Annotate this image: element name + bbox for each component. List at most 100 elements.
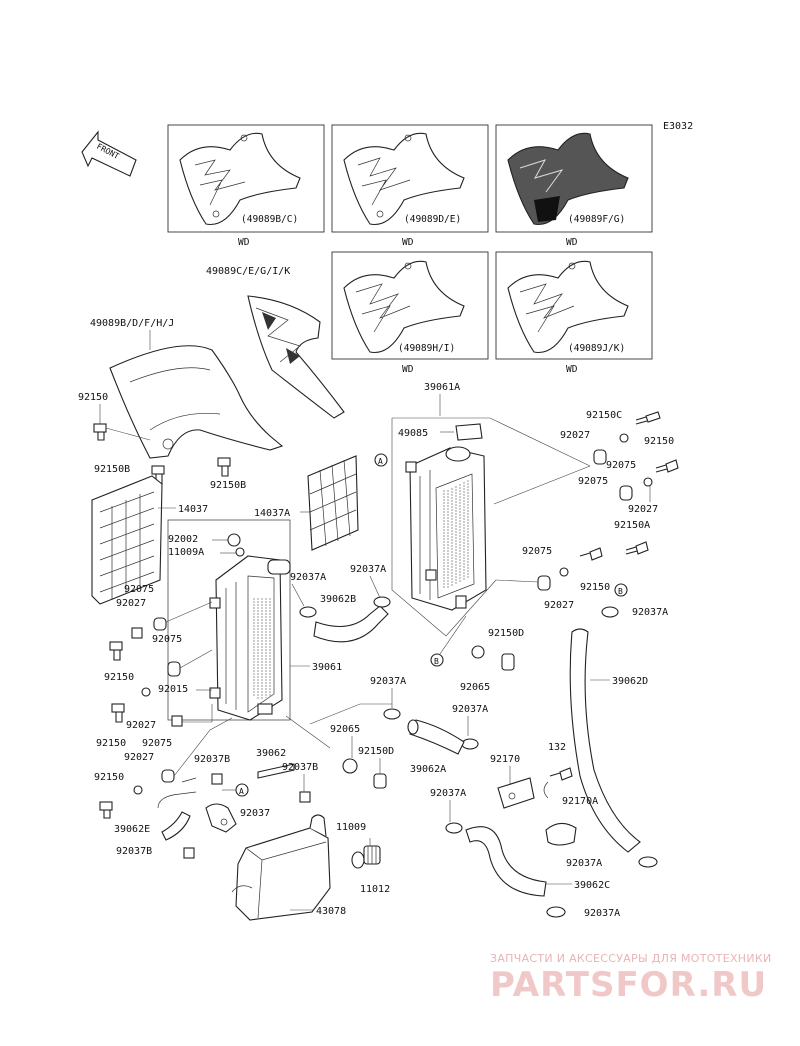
right-radiator <box>405 446 487 611</box>
part-label-92150-l4: 92150 <box>94 772 124 783</box>
nut-icon <box>501 653 515 671</box>
collar-icon <box>171 715 183 727</box>
grommet-icon <box>537 575 551 591</box>
bolt-icon <box>93 404 107 441</box>
hose-clip-icon <box>543 781 549 799</box>
hose-clamp-icon <box>638 856 658 868</box>
shroud-caption-1: (49089B/C) <box>241 214 298 225</box>
shroud-option-box-1: (49089B/C) WD <box>167 124 325 248</box>
radiator-hose-39062d <box>569 628 641 853</box>
diagram-code: E3032 <box>663 121 693 132</box>
part-label-92015: 92015 <box>158 684 188 695</box>
shroud-option-box-2: (49089D/E) WD <box>331 124 489 248</box>
part-label-92027-l2: 92027 <box>126 720 156 731</box>
hose-clamp-icon <box>601 606 619 618</box>
wd-label-5: WD <box>566 364 578 375</box>
pin-icon <box>181 777 197 783</box>
watermark-logo: PARTSFOR.RU <box>490 965 767 1005</box>
coolant-reserve-tank <box>231 814 331 921</box>
part-label-92037a-5: 92037A <box>430 788 466 799</box>
part-label-92075-m1: 92075 <box>522 546 552 557</box>
shroud-caption-3: (49089F/G) <box>568 214 625 225</box>
part-label-11009: 11009 <box>336 822 366 833</box>
radiator-cap-icon <box>455 423 483 441</box>
watermark-tagline: ЗАПЧАСТИ И АКСЕССУАРЫ ДЛЯ МОТОТЕХНИКИ <box>490 952 772 965</box>
part-label-92002: 92002 <box>168 534 198 545</box>
collar-icon <box>643 477 653 487</box>
part-label-92037a-7: 92037A <box>584 908 620 919</box>
part-label-92037a-2: 92037A <box>350 564 386 575</box>
part-label-92150-l3: 92150 <box>96 738 126 749</box>
part-label-39062b: 39062B <box>320 594 356 605</box>
hose-clamp-icon <box>546 906 566 918</box>
part-label-49085: 49085 <box>398 428 428 439</box>
part-label-92037b-1: 92037B <box>194 754 230 765</box>
part-label-92037a-1: 92037A <box>290 572 326 583</box>
radiator-hose-39062c <box>465 826 547 897</box>
part-label-39061a: 39061A <box>424 382 460 393</box>
collar-icon <box>141 687 151 697</box>
hose-clamp-icon <box>299 606 317 618</box>
part-label-92075-r1: 92075 <box>606 460 636 471</box>
small-hose-39062 <box>257 763 295 779</box>
bolt-icon <box>109 641 123 661</box>
collar-icon <box>559 567 569 577</box>
part-label-92150-m1: 92150 <box>580 582 610 593</box>
hose-clamp-icon <box>461 738 479 750</box>
washer-icon <box>351 851 365 869</box>
svg-text:A: A <box>378 457 383 466</box>
part-label-11009a: 11009A <box>168 547 204 558</box>
part-label-92027-l1: 92027 <box>116 598 146 609</box>
part-label-39062c: 39062C <box>574 880 610 891</box>
part-label-92150c: 92150C <box>586 410 622 421</box>
callout-a: A <box>374 453 388 467</box>
hose-clamp-icon <box>373 596 391 608</box>
nut-icon <box>373 773 387 789</box>
bolt-icon <box>655 459 679 473</box>
hose-clamp-icon <box>211 773 223 785</box>
bolt-icon <box>579 547 603 561</box>
wd-label-2: WD <box>402 237 414 248</box>
hose-clamp-icon <box>299 791 311 803</box>
radiator-guard-left <box>91 475 163 605</box>
bolt-icon <box>111 703 125 723</box>
part-label-92027-r1: 92027 <box>560 430 590 441</box>
part-label-92027-m2: 92027 <box>544 600 574 611</box>
part-label-92150d-2: 92150D <box>358 746 394 757</box>
part-label-11012: 11012 <box>360 884 390 895</box>
part-label-92037b-3: 92037B <box>116 846 152 857</box>
bolt-icon <box>549 767 573 781</box>
shroud-graphic-decal <box>247 295 345 419</box>
part-label-92075-l1: 92075 <box>124 584 154 595</box>
shroud-option-box-4: (49089H/I) WD <box>331 251 489 375</box>
part-label-92150d-1: 92150D <box>488 628 524 639</box>
part-label-92027-l3: 92027 <box>124 752 154 763</box>
part-label-39062d: 39062D <box>612 676 648 687</box>
reservoir-bracket <box>205 803 237 833</box>
wd-label-4: WD <box>402 364 414 375</box>
part-label-92065-2: 92065 <box>330 724 360 735</box>
shroud-caption-4: (49089H/I) <box>398 343 455 354</box>
bolt-icon <box>635 411 661 425</box>
svg-text:B: B <box>434 657 439 666</box>
collar-icon <box>619 433 629 443</box>
part-label-92170a: 92170A <box>562 796 598 807</box>
grommet-icon <box>619 485 633 501</box>
part-label-92037a-4: 92037A <box>452 704 488 715</box>
grommet-icon <box>167 661 181 677</box>
part-label-92037a-3: 92037A <box>370 676 406 687</box>
hose-bracket-92170 <box>497 777 535 809</box>
part-label-39062: 39062 <box>256 748 286 759</box>
part-label-39062a: 39062A <box>410 764 446 775</box>
part-label-92027-r2: 92027 <box>628 504 658 515</box>
shroud-option-box-5: (49089J/K) WD <box>495 251 653 375</box>
svg-text:A: A <box>239 787 244 796</box>
part-label-92150-l1: 92150 <box>78 392 108 403</box>
grommet-icon <box>593 449 607 465</box>
hose-clamp-92170a <box>545 822 577 846</box>
callout-a: A <box>235 783 249 797</box>
part-label-92075-l2: 92075 <box>152 634 182 645</box>
part-label-39061: 39061 <box>312 662 342 673</box>
bolt-icon <box>217 457 231 477</box>
